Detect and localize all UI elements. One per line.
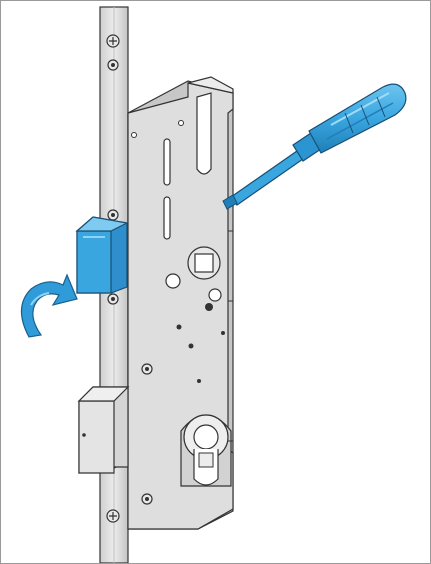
strip-screw-low <box>107 293 119 305</box>
screwdriver-icon <box>222 83 407 210</box>
lock-case <box>127 76 234 530</box>
spindle-follower <box>187 246 221 280</box>
deadbolt-block <box>77 386 130 474</box>
strip-screw-top <box>106 34 120 48</box>
rotate-arrow-icon <box>20 273 78 338</box>
strip-screw-bottom <box>106 509 120 523</box>
strip-screw-mid <box>107 209 119 221</box>
cylinder-housing <box>180 414 232 487</box>
latch-bolt-highlighted <box>75 216 129 294</box>
strip-screw-upper <box>107 59 119 71</box>
